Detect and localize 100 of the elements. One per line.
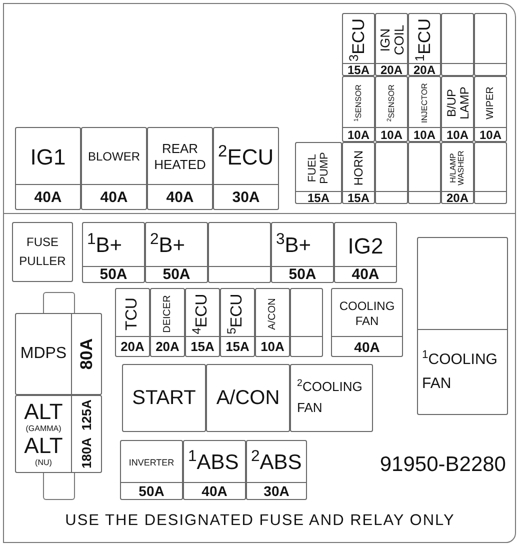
fuse-slot (408, 76, 441, 142)
fuse-label: FUEL PUMP (306, 151, 330, 186)
relay-slot (290, 364, 373, 432)
fuse-label: H/LAMP WASHER (449, 150, 466, 188)
fuse-slot (150, 288, 185, 357)
fuse-label: $^{1}$ABS (187, 449, 240, 476)
amp-rating: 20A (413, 64, 436, 76)
relay-slot (206, 364, 290, 432)
amp-rating: 80A (78, 337, 96, 372)
amp-rating: 30A (264, 484, 290, 498)
amp-rating: 40A (34, 190, 62, 204)
relay-label: A/CON (215, 386, 281, 411)
fuse-label: DEICER (162, 294, 173, 334)
amp-rating: 15A (190, 340, 214, 353)
fuse-label: INVERTER (128, 456, 176, 468)
fuse-slot (220, 288, 255, 357)
fuse-label: REAR HEATED (153, 140, 207, 174)
fuse-slot (375, 76, 408, 142)
fuse-slot (15, 127, 81, 210)
relay-slot (12, 222, 73, 282)
amp-rating: 50A (138, 484, 164, 498)
amp-rating: 10A (479, 128, 502, 140)
part-number: 91950-B2280 (378, 454, 506, 475)
empty-fuse-slot (290, 288, 323, 357)
fuse-slot (342, 13, 375, 76)
fuse-slot (120, 440, 183, 500)
amp-rating: 10A (347, 128, 370, 140)
fuse-label: A/CON (267, 296, 278, 332)
fuse-label: COOLING FAN (338, 298, 396, 328)
amp-rating: 10A (413, 128, 436, 140)
relay-slot (122, 364, 206, 432)
fuse-slot (474, 76, 507, 142)
amp-rating: 125A (80, 398, 94, 432)
fuse-slot (246, 440, 307, 500)
relay-label: $^{1}$COOLING FAN (421, 348, 498, 394)
fuse-slot (331, 288, 403, 357)
amp-rating: 10A (446, 128, 468, 140)
relay-label: START (131, 386, 197, 411)
relay-label: $^{2}$COOLING FAN (296, 377, 364, 417)
fuse-label: $^{2}$ECU (217, 143, 275, 171)
amp-rating: 15A (347, 64, 370, 76)
fuse-slot (145, 222, 208, 283)
amp-rating: 10A (260, 340, 284, 353)
fuse-slot (15, 395, 102, 473)
fuse-slot (115, 288, 150, 357)
fuse-label: WIPER (485, 86, 496, 122)
amp-rating: 20A (120, 340, 144, 353)
fuse-label: IGN COIL (378, 23, 406, 57)
fuse-slot (15, 313, 102, 395)
fuse-label: B/UP LAMP (444, 86, 470, 122)
amp-rating: 15A (307, 192, 330, 204)
amp-rating: 10A (380, 128, 402, 140)
fuse-label: $^{2}$B+ (149, 232, 186, 258)
amp-rating: 50A (288, 267, 316, 282)
fuse-label: IG1 (29, 143, 67, 171)
fuse-label: $^{2}$ABS (250, 449, 303, 476)
fuse-slot (82, 222, 145, 283)
fuse-slot (375, 13, 408, 76)
amp-rating: 15A (347, 192, 370, 204)
instruction-text: USE THE DESIGNATED FUSE AND RELAY ONLY (64, 513, 456, 528)
fuse-slot (441, 142, 474, 204)
amp-rating: 40A (352, 267, 380, 282)
fuse-label: IG2 (346, 232, 384, 260)
fuse-label: $^{3}$B+ (275, 232, 312, 258)
amp-rating: 40A (166, 190, 194, 204)
fuse-slot (334, 222, 397, 283)
fuse-slot (183, 440, 246, 500)
relay-label: FUSE PULLER (18, 234, 67, 270)
fuse-slot (342, 76, 375, 142)
amp-rating: 30A (232, 190, 260, 204)
fuse-label: INJECTOR (420, 82, 429, 125)
amp-rating: 20A (446, 192, 468, 204)
fuse-slot (185, 288, 220, 357)
fuse-slot (213, 127, 279, 210)
fuse-slot (295, 142, 342, 204)
fuse-label: ALT (24, 435, 63, 457)
amp-rating: 20A (380, 64, 402, 76)
amp-rating: 50A (162, 267, 190, 282)
amp-rating: 40A (202, 484, 228, 498)
amp-rating: 40A (100, 190, 128, 204)
fuse-slot (255, 288, 290, 357)
amp-rating: 50A (100, 267, 128, 282)
fuse-label: $^{1}$B+ (86, 232, 124, 258)
fuse-slot (342, 142, 375, 204)
amp-rating: 180A (80, 436, 94, 470)
fuse-slot (408, 13, 441, 76)
relay-slot (417, 237, 508, 415)
fuse-slot (271, 222, 334, 283)
amp-rating: 40A (354, 340, 380, 354)
fuse-slot (81, 127, 147, 210)
fuse-label: TCU (124, 296, 141, 332)
fuse-label: ALT (24, 401, 63, 423)
amp-rating: 15A (226, 340, 250, 353)
amp-rating: 20A (156, 340, 180, 353)
fuse-slot (147, 127, 213, 210)
engine-note: (GAMMA) (26, 425, 62, 433)
engine-note: (NU) (35, 459, 52, 467)
fuse-label: BLOWER (86, 150, 141, 164)
fuse-label: MDPS (20, 346, 67, 362)
fuse-slot (441, 76, 474, 142)
